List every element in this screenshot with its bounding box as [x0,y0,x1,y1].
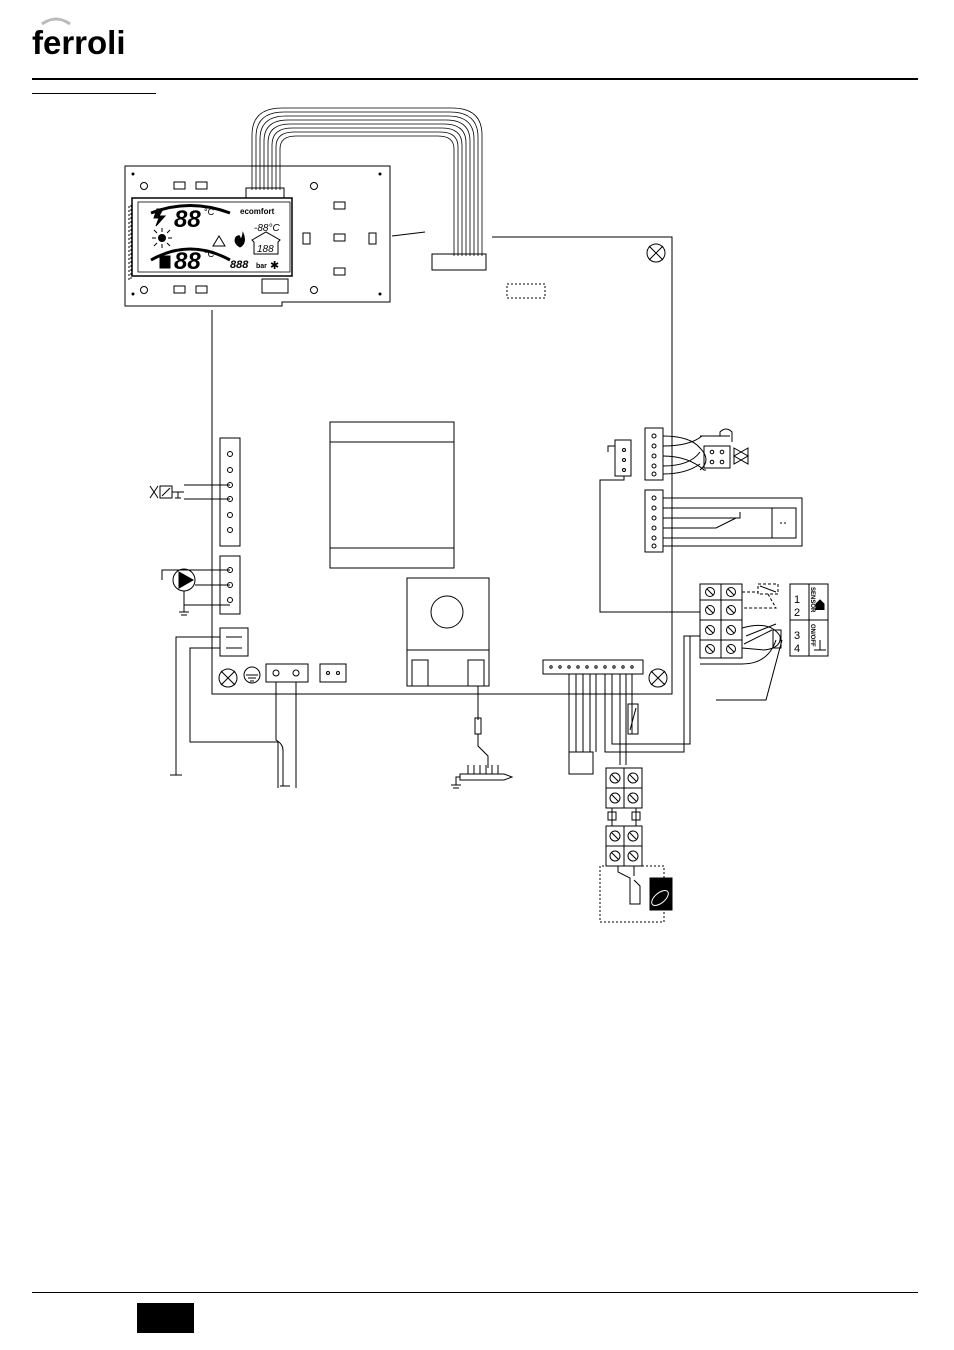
pump-icon [173,569,195,591]
connector-gas-valve [220,438,240,546]
lcd-digits-top: 88 [174,206,201,233]
ignition-electrode-icon [451,765,512,788]
valve-icon [150,486,184,498]
screw-icon [141,183,148,190]
flame-icon [154,209,165,226]
board-link [392,232,425,236]
sun-icon [152,228,172,248]
connector-aux [320,664,346,682]
connector-fan-switch [645,490,663,552]
eco-label: ecomfort [240,207,275,216]
lcd-digits-bottom: 88 [174,248,201,275]
fuse-holder [507,284,545,298]
screw-icon [141,287,148,294]
led-indicator [196,182,207,189]
terminal-label-2: 2 [794,607,800,619]
outdoor-sensor-icon [816,600,824,610]
terminal-label-1: 1 [794,594,800,606]
flame-icon [235,233,244,247]
led-indicator [174,286,185,293]
valve-icon [734,448,748,464]
connector-mains [266,664,308,682]
display-connector [262,279,288,293]
lcd-unit-top: °C [204,207,215,217]
ribbon-connector-mainboard [432,254,486,270]
sensor-label: SENSOR [809,587,815,613]
thermostat-icon [649,878,672,910]
terminal-pair [606,768,642,808]
flow-sensor [569,752,593,774]
gauge-digits: 188 [257,244,274,255]
screw-icon [647,244,665,262]
terminal-pair [606,826,642,866]
footer-rule [32,1292,918,1293]
tap-icon [160,256,170,268]
button-contact [303,233,310,244]
lcd-screen: 88 °C 88 °C ecomfort -88°C 188 888 bar ✱ [132,198,292,276]
transformer [407,578,489,686]
led-indicator [196,286,207,293]
diverter-valve [704,446,730,468]
terminal-label-strip: 1 2 3 4 SENSOR ON/OFF [790,584,828,656]
main-chip [330,422,454,568]
ignition-cable-boot [475,718,481,734]
onoff-label: ON/OFF [809,624,815,647]
terminal-label-3: 3 [794,630,800,642]
button-contact [334,268,345,275]
terminal-label-4: 4 [794,643,800,655]
connector-sensors [543,660,643,674]
screw-icon [649,669,667,687]
ribbon-cable [252,108,482,256]
snowflake-icon: ✱ [270,260,279,272]
screw-icon [219,669,237,687]
warning-icon [213,236,225,246]
button-contact [334,202,345,209]
lcd-unit-bottom: °C [204,249,215,259]
screw-icon [311,183,318,190]
screw-icon [311,287,318,294]
led-indicator [174,182,185,189]
button-contact [369,233,376,244]
button-contact [334,234,345,241]
connector-power [220,628,248,656]
terminal-strip [700,584,742,658]
language-tab [137,1303,194,1333]
pressure-unit: bar [256,263,267,270]
small-digits: 888 [230,259,249,271]
